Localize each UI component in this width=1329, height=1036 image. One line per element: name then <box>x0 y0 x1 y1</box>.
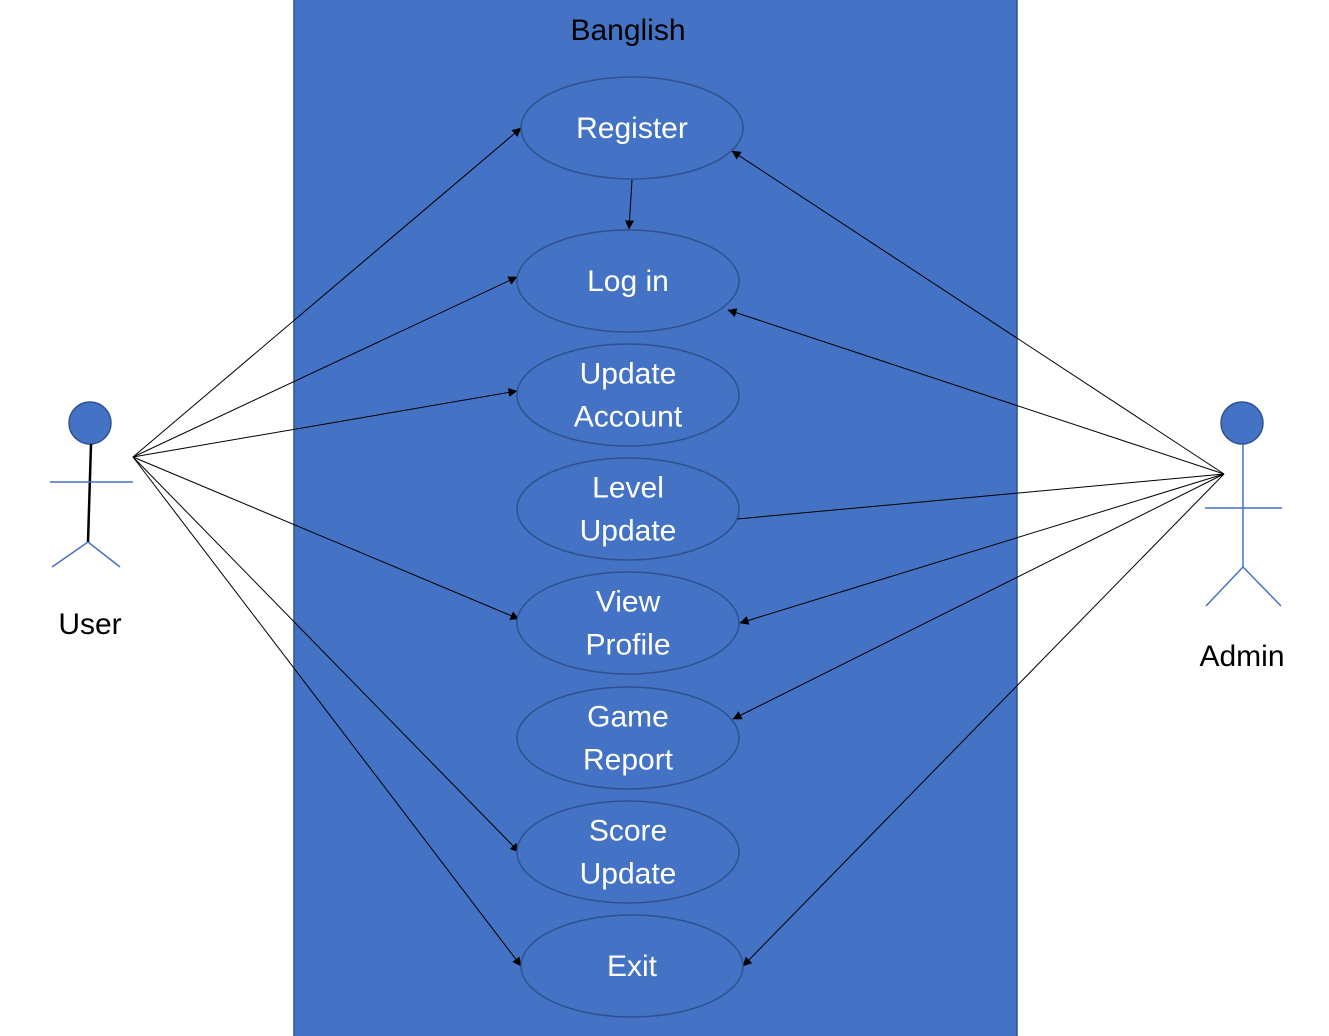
actor-admin-left-leg <box>1205 566 1244 607</box>
use-case-update-account-label-line: Update <box>580 358 677 391</box>
actor-user: User <box>50 401 133 641</box>
actor-user-head <box>68 401 112 445</box>
use-case-view-profile-label-line: Profile <box>585 629 670 662</box>
use-case-score-update-label-line: Update <box>580 858 677 891</box>
actor-admin: Admin <box>1199 401 1285 673</box>
use-case-game-report-label-line: Report <box>583 744 674 777</box>
use-case-register: Register <box>520 76 744 180</box>
actor-user-body <box>86 443 93 543</box>
association-admin-to-login <box>727 308 1225 475</box>
use-case-score-update-ellipse <box>516 800 740 904</box>
system-title: Banglish <box>570 14 685 47</box>
actor-admin-head <box>1220 401 1264 445</box>
association-user-to-register <box>132 127 522 458</box>
association-admin-to-level-update <box>725 473 1225 524</box>
use-case-level-update-label-line: Level <box>592 472 664 505</box>
use-case-exit: Exit <box>520 914 744 1018</box>
actor-admin-right-leg <box>1242 566 1282 607</box>
actor-admin-label: Admin <box>1199 640 1284 673</box>
association-register-to-login <box>625 179 635 230</box>
association-user-to-view-profile <box>132 456 520 620</box>
use-case-game-report-ellipse <box>516 686 740 790</box>
use-case-level-update-ellipse <box>516 457 740 561</box>
use-case-level-update-label-line: Update <box>580 515 677 548</box>
use-case-login-label-line: Log in <box>587 265 669 298</box>
use-case-register-ellipse <box>520 76 744 180</box>
actor-user-right-leg <box>87 541 121 568</box>
use-case-exit-label-line: Exit <box>607 950 658 983</box>
actor-user-left-leg <box>51 541 89 568</box>
association-admin-to-game-report <box>732 473 1225 720</box>
actor-user-label: User <box>58 608 121 641</box>
use-case-register-label-line: Register <box>576 112 688 145</box>
use-case-update-account-label-line: Account <box>574 401 683 434</box>
association-admin-to-view-profile <box>739 473 1225 625</box>
association-lines <box>132 127 1225 967</box>
association-user-to-score-update <box>132 456 520 853</box>
use-case-score-update-label-line: Score <box>589 815 667 848</box>
association-user-to-login <box>132 276 518 458</box>
association-user-to-update-account <box>132 388 518 458</box>
use-case-view-profile-ellipse <box>516 571 740 675</box>
use-case-view-profile-label-line: View <box>596 586 661 619</box>
use-case-login: Log in <box>516 229 740 333</box>
use-case-login-ellipse <box>516 229 740 333</box>
use-case-exit-ellipse <box>520 914 744 1018</box>
use-case-update-account-ellipse <box>516 343 740 447</box>
association-admin-to-exit <box>742 473 1225 967</box>
association-admin-to-register <box>731 150 1225 475</box>
use-case-game-report-label-line: Game <box>587 701 669 734</box>
association-user-to-exit <box>132 456 522 967</box>
